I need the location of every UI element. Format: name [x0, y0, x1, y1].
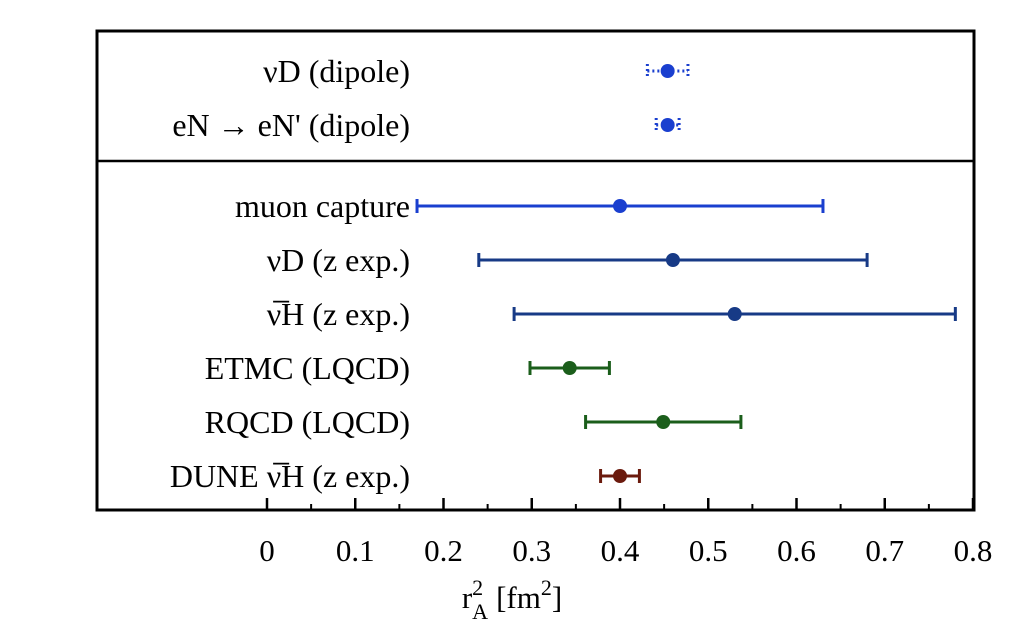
- x-axis-title-close: ]: [552, 580, 562, 615]
- lower-row-5: DUNE ν̅H (z exp.): [170, 458, 641, 494]
- row-label: DUNE ν̅H (z exp.): [170, 458, 410, 494]
- data-point: [656, 415, 671, 429]
- data-rows: νD (dipole) eN → eN' (dipole) muon capture…: [170, 53, 957, 494]
- row-label: ν̅H (z exp.): [267, 296, 410, 332]
- x-tick-label: 0.8: [954, 533, 993, 568]
- row-label: RQCD (LQCD): [205, 404, 410, 440]
- x-axis: 0 0.1 0.2 0.3 0.4 0.5 0.6 0.7 0.8: [259, 498, 992, 568]
- x-axis-title-sub: A: [472, 599, 488, 624]
- x-axis-title-sup: 2: [472, 575, 483, 600]
- x-tick-label: 0: [259, 533, 275, 568]
- lower-row-2: ν̅H (z exp.): [267, 296, 957, 332]
- data-point: [562, 361, 577, 375]
- x-tick-label: 0.5: [689, 533, 728, 568]
- x-axis-title-base: r: [462, 580, 473, 615]
- x-axis-title-unit: [fm: [496, 580, 541, 615]
- x-axis-title-unit-sup: 2: [541, 575, 552, 600]
- row-label: νD (dipole): [263, 53, 410, 89]
- upper-row-0: νD (dipole): [263, 53, 690, 89]
- data-point: [660, 64, 675, 78]
- data-point: [660, 118, 675, 132]
- x-tick-label: 0.7: [865, 533, 904, 568]
- data-point: [613, 469, 627, 483]
- row-label: eN → eN' (dipole): [172, 107, 410, 143]
- lower-row-3: ETMC (LQCD): [205, 350, 611, 386]
- x-tick-label: 0.3: [512, 533, 551, 568]
- x-tick-label: 0.6: [777, 533, 816, 568]
- x-tick-label: 0.2: [424, 533, 463, 568]
- data-point: [613, 199, 627, 213]
- lower-row-0: muon capture: [235, 188, 825, 224]
- upper-row-1: eN → eN' (dipole): [172, 107, 681, 143]
- x-tick-label: 0.4: [601, 533, 640, 568]
- plot-frame: [95, 29, 976, 512]
- data-point: [727, 307, 742, 321]
- row-label: muon capture: [235, 188, 410, 224]
- data-point: [665, 253, 680, 267]
- row-label: ETMC (LQCD): [205, 350, 410, 386]
- lower-row-1: νD (z exp.): [267, 242, 869, 278]
- lower-row-4: RQCD (LQCD): [205, 404, 743, 440]
- row-label: νD (z exp.): [267, 242, 410, 278]
- x-tick-label: 0.1: [336, 533, 375, 568]
